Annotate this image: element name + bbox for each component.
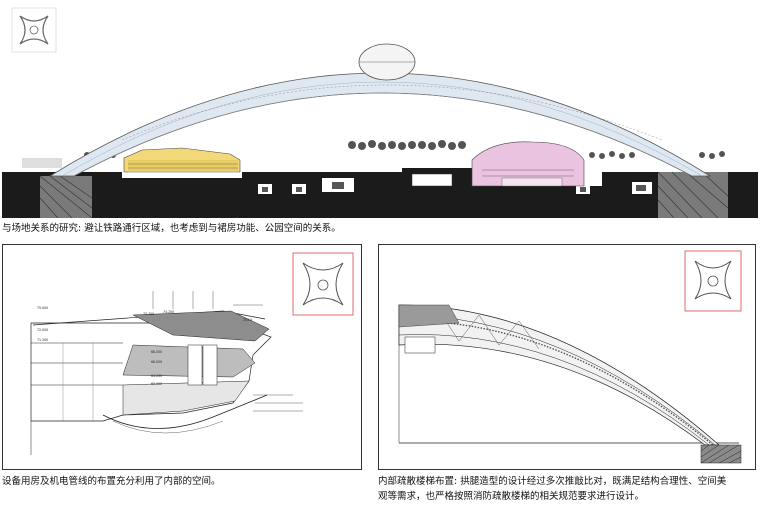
arch-leg-stair xyxy=(398,304,720,446)
elevation-label: 73.700 xyxy=(143,312,154,316)
elevation-label: 74.200 xyxy=(163,310,174,314)
foundation-hatch xyxy=(700,444,742,464)
caption-site-relationship: 与场地关系的研究: 避让铁路通行区域，也考虑到与裙房功能、公园空间的关系。 xyxy=(2,223,341,234)
pink-annex-building xyxy=(471,141,585,187)
elevation-label: 71.200 xyxy=(37,338,48,342)
elevation-label: 68.000 xyxy=(151,350,162,354)
elevation-labels: 75.000 73.700 72.000 71.200 74.200 68.00… xyxy=(37,306,252,386)
caption-stair-line2: 观等需求，也严格按照消防疏散楼梯的相关规范要求进行设计。 xyxy=(378,491,645,502)
elevation-label: 75.000 xyxy=(37,306,48,310)
equipment-section-drawing: 75.000 73.700 72.000 71.200 74.200 68.00… xyxy=(30,252,354,455)
ground-section xyxy=(2,168,758,218)
site-elevation-drawing xyxy=(2,7,758,218)
arch-leg-section xyxy=(30,310,272,455)
site-elevation-panel xyxy=(2,0,758,218)
stair-section-drawing xyxy=(398,250,742,464)
x-arch-plan-icon xyxy=(292,252,354,316)
right-foundation xyxy=(658,172,728,218)
stair-section-panel xyxy=(378,244,756,470)
x-arch-plan-icon xyxy=(11,7,57,53)
yellow-annex-building xyxy=(123,147,241,173)
elevation-label: 64.200 xyxy=(151,374,162,378)
ground-openings xyxy=(258,173,652,194)
x-arch-plan-icon xyxy=(684,250,742,312)
elevation-label: 254.5 xyxy=(243,318,252,322)
arch-structure xyxy=(48,43,712,177)
caption-stair-line1: 内部疏散楼梯布置: 拱腿造型的设计经过多次推敲比对，既满足结构合理性、空间美 xyxy=(378,476,727,487)
elevation-label: 66.000 xyxy=(151,360,162,364)
elevation-label: 72.000 xyxy=(37,328,48,332)
tree-row xyxy=(22,140,725,168)
caption-equipment: 设备用房及机电管线的布置充分利用了内部的空间。 xyxy=(2,476,221,487)
equipment-section-panel: 75.000 73.700 72.000 71.200 74.200 68.00… xyxy=(2,244,362,470)
elevation-label: 60.000 xyxy=(151,382,162,386)
